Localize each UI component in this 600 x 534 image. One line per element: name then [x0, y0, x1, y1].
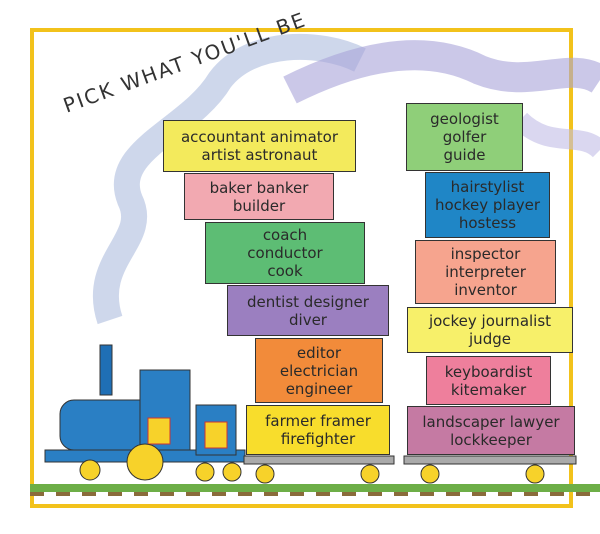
left-stack-block: coach conductor cook — [205, 222, 365, 284]
left-stack-block: editor electrician engineer — [255, 338, 383, 403]
career-label: landscaper lawyer lockkeeper — [422, 412, 560, 449]
career-label: accountant animator artist astronaut — [180, 128, 338, 164]
career-label: hairstylist hockey player hostess — [434, 178, 541, 232]
career-label: coach conductor cook — [247, 226, 323, 280]
career-label: dentist designer diver — [247, 292, 369, 329]
rail-track — [30, 484, 600, 492]
career-label: editor electrician engineer — [279, 343, 359, 398]
right-stack-block: hairstylist hockey player hostess — [425, 172, 550, 238]
rail-ties — [30, 492, 600, 496]
left-stack-block: farmer framer firefighter — [246, 405, 390, 455]
right-stack-block: keyboardist kitemaker — [426, 356, 551, 405]
career-label: jockey journalist judge — [428, 312, 552, 348]
locomotive — [44, 344, 246, 482]
left-stack-block: accountant animator artist astronaut — [163, 120, 356, 172]
right-stack-block: landscaper lawyer lockkeeper — [407, 406, 575, 455]
career-label: inspector interpreter inventor — [445, 245, 526, 299]
right-stack-block: inspector interpreter inventor — [415, 240, 556, 304]
right-stack-block: jockey journalist judge — [407, 307, 573, 353]
flatcars — [243, 455, 577, 484]
career-label: keyboardist kitemaker — [444, 362, 533, 399]
left-stack-block: dentist designer diver — [227, 285, 389, 336]
left-stack-block: baker banker builder — [184, 173, 334, 220]
page-border — [30, 28, 573, 508]
career-label: baker banker builder — [209, 178, 309, 215]
right-stack-block: geologist golfer guide — [406, 103, 523, 171]
career-label: farmer framer firefighter — [265, 412, 371, 448]
career-label: geologist golfer guide — [430, 110, 499, 164]
